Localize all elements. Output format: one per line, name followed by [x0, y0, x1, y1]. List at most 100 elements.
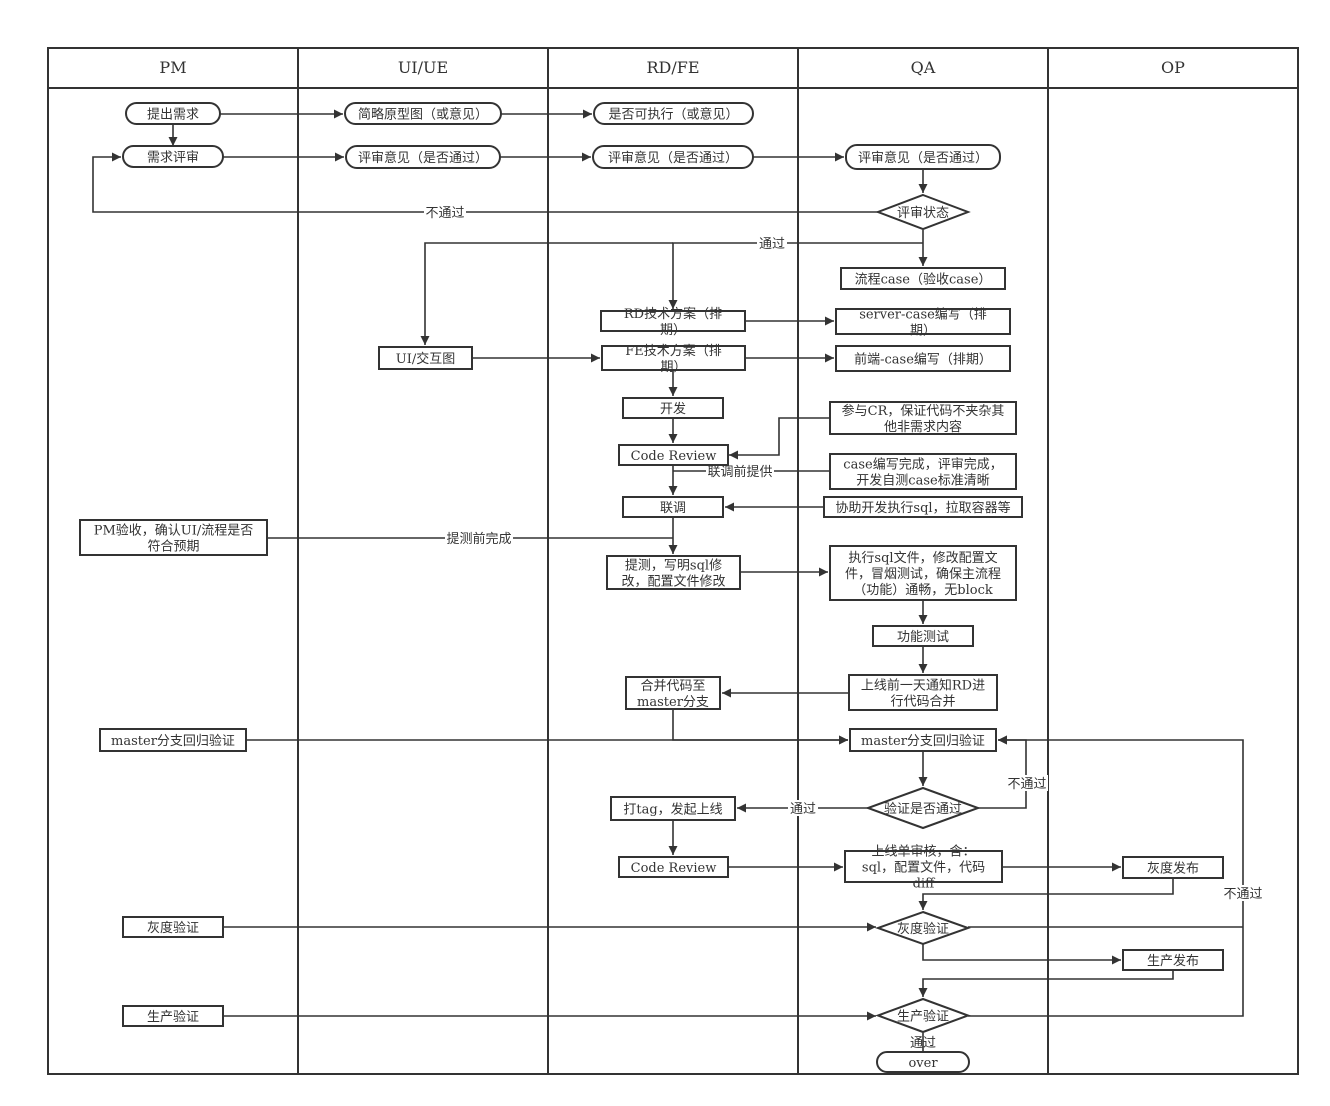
node-server-case: server-case编写（排期） [835, 308, 1011, 339]
edge-prod-to-qa-prod [918, 971, 1174, 997]
node-shape-rd-review [592, 145, 754, 169]
node-ui-interact: UI/交互图 [378, 346, 473, 370]
edge-label-before-test: 提测前完成 [446, 531, 511, 547]
node-shape-notify-merge [848, 674, 998, 711]
lane-header-pm: PM [159, 58, 186, 77]
node-label-func-test: 功能测试 [897, 630, 949, 645]
node-label-pm-review: 需求评审 [147, 151, 199, 166]
node-label-exec-sql-2: （功能）通畅，无block [853, 583, 993, 598]
lane-headers: PM UI/UE RD/FE QA OP [159, 58, 1185, 77]
lane-header-rd-fe: RD/FE [646, 58, 699, 77]
node-shape-prod-release [1122, 949, 1224, 971]
node-label-case-done-0: case编写完成，评审完成， [843, 458, 1002, 473]
node-shape-pm-accept [79, 519, 268, 556]
node-frontend-case: 前端-case编写（排期） [835, 345, 1011, 372]
node-shape-pm-submit [125, 102, 221, 125]
node-pm-review: 需求评审 [122, 145, 224, 168]
node-shape-pm-gray-verify [122, 916, 224, 938]
node-label-release-review-2: diff [913, 877, 936, 892]
edge-label-verify-pass: 通过 [790, 802, 816, 817]
node-gray-release: 灰度发布 [1122, 856, 1224, 879]
edge-label-review-fail: 不通过 [425, 206, 464, 221]
node-tag-release: 打tag，发起上线 [610, 796, 736, 821]
node-pm-submit: 提出需求 [125, 102, 221, 125]
node-shape-flow-case [840, 267, 1006, 290]
lane-header-ui-ue: UI/UE [398, 58, 448, 77]
node-shape-ui-interact [378, 346, 473, 370]
node-shape-rd-feasible [593, 102, 754, 125]
node-shape-rd-tech [600, 310, 746, 332]
node-shape-code-review-2 [618, 856, 729, 878]
node-label-exec-sql-1: 件，冒烟测试，确保主流程 [845, 567, 1001, 582]
node-label-rd-review: 评审意见（是否通过） [608, 150, 738, 166]
node-pm-master-verify: master分支回归验证 [99, 728, 247, 752]
node-qa-prod-verify: 生产验证 [875, 997, 971, 1034]
node-shape-pm-review [122, 145, 224, 168]
node-label-qa-review: 评审意见（是否通过） [858, 150, 988, 166]
node-verify-pass: 验证是否通过 [865, 786, 981, 830]
node-shape-merge-code [625, 676, 721, 710]
node-qa-master-verify: master分支回归验证 [849, 728, 997, 752]
node-shape-exec-sql [829, 545, 1017, 601]
node-label-rd-feasible: 是否可执行（或意见） [608, 107, 738, 123]
node-label-server-case-0: server-case编写（排 [859, 308, 987, 323]
node-shape-joint-debug [622, 496, 724, 518]
edge-merge-to-qa-master [672, 709, 848, 745]
node-assist-dev: 协助开发执行sql，拉取容器等 [823, 496, 1023, 518]
node-shape-ui-proto [344, 102, 502, 125]
node-review-status: 评审状态 [875, 193, 971, 231]
node-func-test: 功能测试 [872, 625, 974, 647]
edge-label-review-pass: 通过 [759, 237, 785, 252]
node-ui-proto: 简略原型图（或意见） [344, 102, 502, 125]
node-label-submit-test-0: 提测，写明sql修 [625, 558, 722, 574]
edge-labels: 不通过 通过 联调前提供 提测前完成 通过 不通过 不通过 通过 [424, 204, 1264, 1051]
edge-join-cr-to-cr [729, 417, 830, 460]
node-shape-pm-prod-verify [122, 1005, 224, 1027]
edge-gray-to-qa-gray [918, 878, 1174, 910]
edge-release-fail-loop [968, 735, 1244, 1017]
node-label-flow-case: 流程case（验收case） [855, 272, 992, 288]
node-shape-fe-tech [601, 345, 746, 371]
node-label-qa-master-verify: master分支回归验证 [861, 733, 985, 749]
node-label-release-review-0: 上线单审核，含： [871, 844, 975, 860]
node-label-over: over [908, 1056, 938, 1071]
node-shape-qa-master-verify [849, 728, 997, 752]
node-label-notify-merge-0: 上线前一天通知RD进 [861, 678, 985, 694]
node-label-ui-interact: UI/交互图 [396, 351, 455, 367]
node-label-tag-release: 打tag，发起上线 [623, 802, 722, 818]
node-label-fe-tech-0: FE技术方案（排 [625, 343, 722, 359]
node-shape-over [876, 1051, 970, 1073]
node-shape-assist-dev [823, 496, 1023, 518]
node-label-pm-master-verify: master分支回归验证 [111, 733, 235, 749]
edge-qa-gray-to-prod [922, 944, 1121, 965]
edge-status-fail-back [92, 152, 878, 213]
node-qa-gray-verify: 灰度验证 [875, 910, 971, 946]
node-label-frontend-case: 前端-case编写（排期） [854, 352, 992, 368]
node-shape-case-done [829, 453, 1017, 490]
node-label-verify-pass: 验证是否通过 [884, 801, 962, 817]
node-label-joint-debug: 联调 [660, 501, 686, 516]
node-flow-case: 流程case（验收case） [840, 267, 1006, 290]
node-label-ui-review: 评审意见（是否通过） [358, 150, 488, 166]
node-label-rd-tech-0: RD技术方案（排 [624, 306, 722, 322]
node-code-review-1: Code Review [618, 444, 729, 466]
lane-header-qa: QA [911, 58, 936, 77]
node-label-pm-accept-1: 符合预期 [147, 539, 199, 555]
node-label-submit-test-1: 改，配置文件修改 [621, 575, 725, 590]
node-label-dev: 开发 [660, 401, 686, 417]
node-case-done: case编写完成，评审完成，开发自测case标准清晰 [829, 453, 1017, 490]
lane-header-op: OP [1161, 58, 1185, 77]
node-label-rd-tech-1: 期） [660, 323, 686, 338]
node-shape-review-status [875, 193, 971, 231]
edge-label-before-joint: 联调前提供 [707, 464, 772, 480]
node-label-exec-sql-0: 执行sql文件，修改配置文 [848, 551, 997, 566]
node-label-pm-accept-0: PM验收，确认UI/流程是否 [94, 523, 254, 539]
node-shape-qa-prod-verify [875, 997, 971, 1034]
